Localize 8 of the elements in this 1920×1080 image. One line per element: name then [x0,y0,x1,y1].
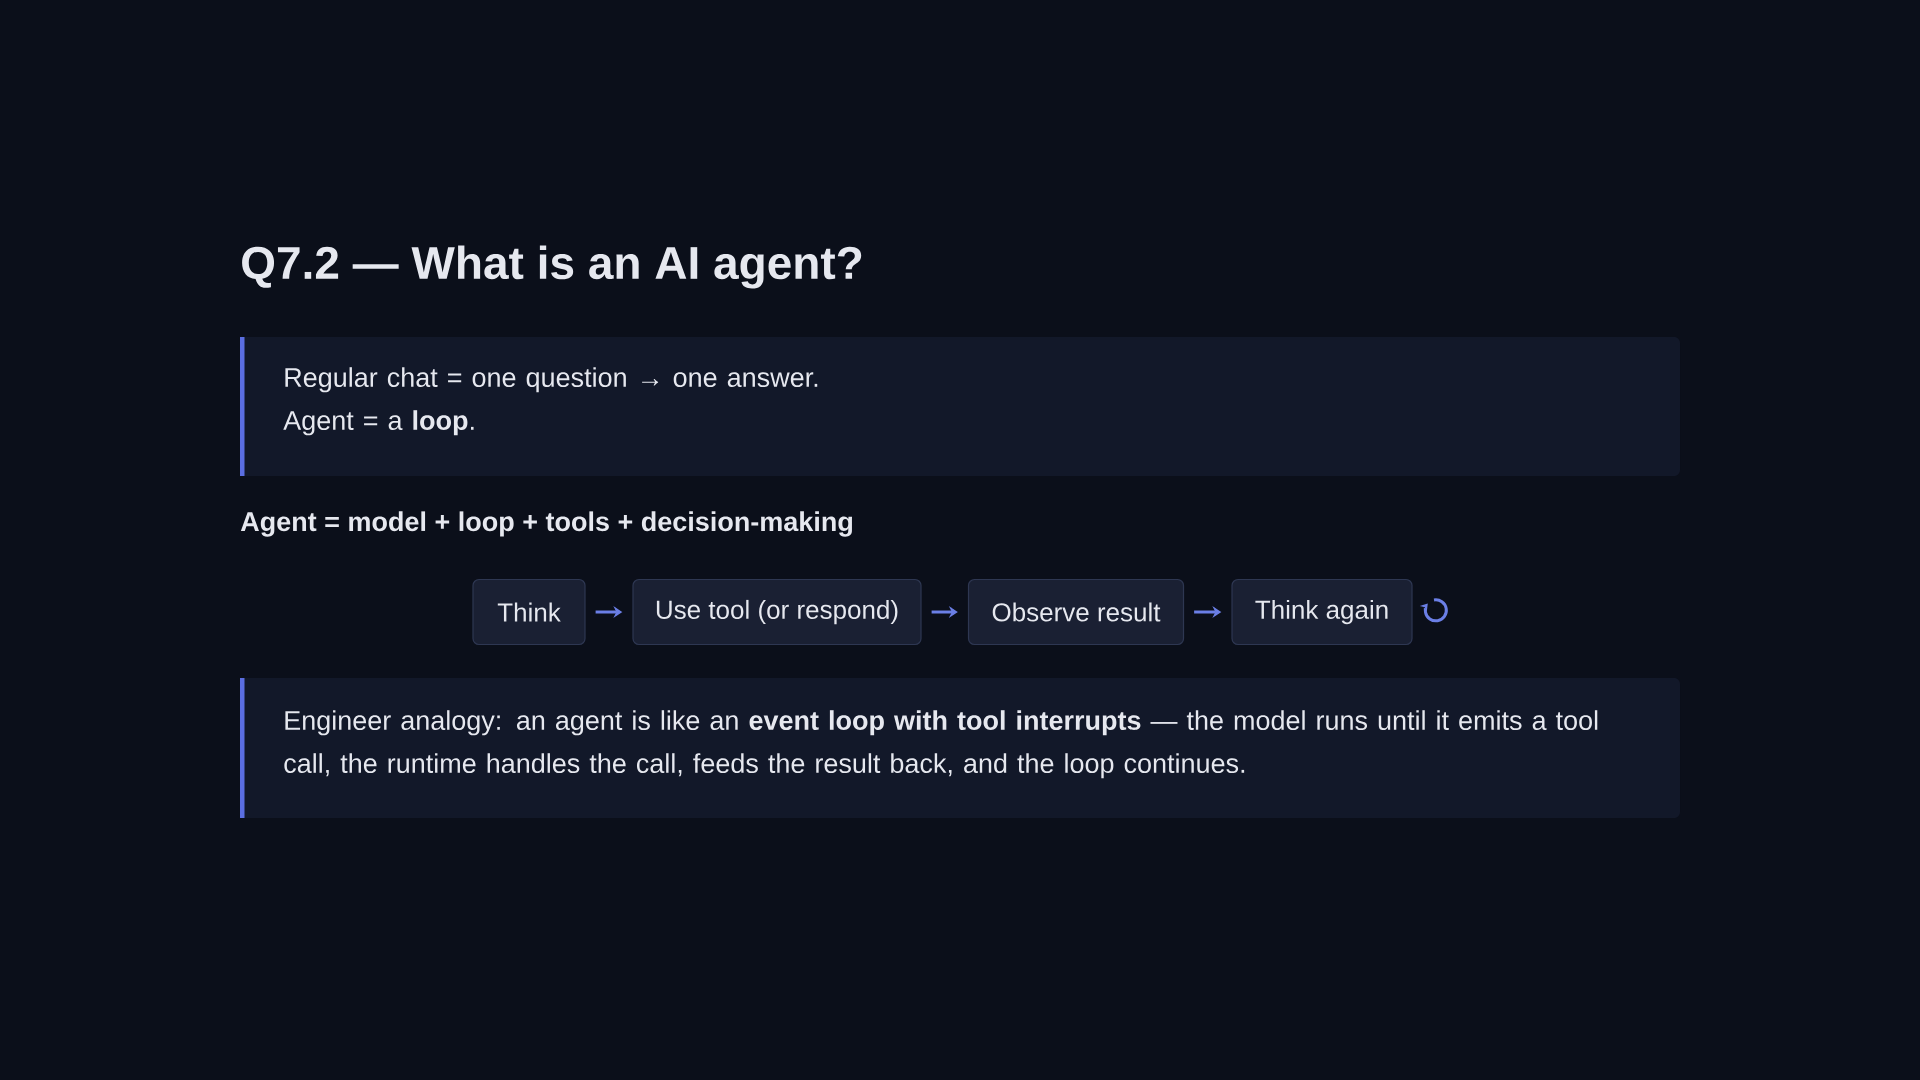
step-box: Observe result [967,578,1185,646]
title: Q7.2 — What is an AI agent? [242,245,862,289]
callout-box: Regular chat = one question → one answer. Agent = a loop. [240,337,1680,476]
formula-line: Agent = model + loop + tools + decision-making [240,511,853,537]
callout-box: Engineer analogy: an agent is like an event loop with tool interrupts — the model runs until it emits a tool call, the runtime handles the call, feeds the result back, and the loop continues. [240,678,1680,818]
step-box: Think [472,578,586,646]
step-box: Think again [1231,578,1413,646]
step-box: Use tool (or respond) [632,578,922,646]
